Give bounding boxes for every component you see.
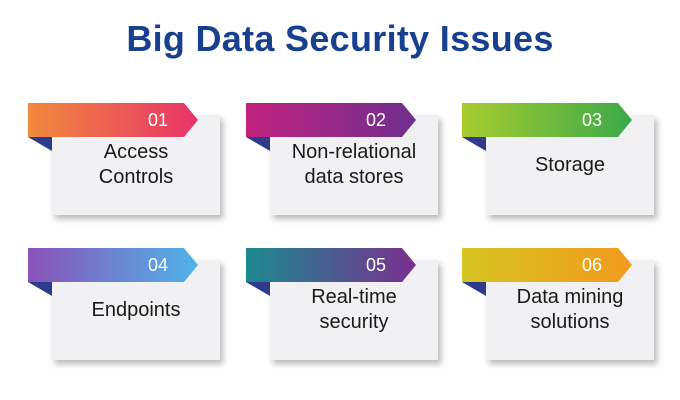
ribbon-fold xyxy=(462,137,486,151)
ribbon-shape xyxy=(246,248,416,282)
ribbon-fold xyxy=(28,282,52,296)
card-label-line: Access xyxy=(103,141,169,163)
card-number: 01 xyxy=(28,103,178,137)
card-label-line: solutions xyxy=(530,311,610,333)
card-number-text: 04 xyxy=(147,254,169,275)
card-label-line: Endpoints xyxy=(91,298,181,321)
ribbon-shape xyxy=(462,103,632,137)
number-ribbon xyxy=(28,248,198,282)
ribbon-shape xyxy=(28,103,198,137)
card-label-line: Real-time xyxy=(311,286,397,308)
card-number: 02 xyxy=(246,103,396,137)
card-number: 05 xyxy=(246,248,396,282)
issue-card-02: Non-relational data stores 02 xyxy=(246,103,438,217)
card-number: 06 xyxy=(462,248,612,282)
ribbon-shape xyxy=(462,248,632,282)
ribbon-fold-shape xyxy=(462,282,486,296)
issue-card-06: Data mining solutions 06 xyxy=(462,248,654,362)
card-label: Data mining solutions xyxy=(486,260,654,360)
ribbon-fold xyxy=(28,137,52,151)
card-number: 04 xyxy=(28,248,178,282)
number-ribbon xyxy=(246,248,416,282)
number-ribbon xyxy=(246,103,416,137)
card-number-text: 03 xyxy=(581,109,603,130)
card-label: Real-time security xyxy=(270,260,438,360)
card-label: Non-relational data stores xyxy=(270,115,438,215)
card-label-line: security xyxy=(319,311,389,333)
card-number-text: 06 xyxy=(581,254,603,275)
ribbon-fold-shape xyxy=(246,282,270,296)
card-label-line: Data mining xyxy=(516,286,624,308)
card-number: 03 xyxy=(462,103,612,137)
number-ribbon xyxy=(462,248,632,282)
page-title: Big Data Security Issues xyxy=(126,18,554,59)
ribbon-fold-shape xyxy=(28,137,52,151)
number-ribbon xyxy=(28,103,198,137)
ribbon-shape xyxy=(28,248,198,282)
issue-card-04: Endpoints 04 xyxy=(28,248,220,362)
ribbon-fold xyxy=(462,282,486,296)
card-label-line: data stores xyxy=(304,166,404,188)
card-label: Endpoints xyxy=(52,260,220,360)
card-label-line: Controls xyxy=(98,166,174,188)
ribbon-fold-shape xyxy=(462,137,486,151)
ribbon-shape xyxy=(246,103,416,137)
card-number-text: 05 xyxy=(365,254,387,275)
ribbon-fold-shape xyxy=(246,137,270,151)
number-ribbon xyxy=(462,103,632,137)
card-number-text: 02 xyxy=(365,109,387,130)
ribbon-fold-shape xyxy=(28,282,52,296)
card-label-line: Storage xyxy=(534,153,606,176)
card-label: Storage xyxy=(486,115,654,215)
card-number-text: 01 xyxy=(147,109,169,130)
issue-card-03: Storage 03 xyxy=(462,103,654,217)
card-label-line: Non-relational xyxy=(291,141,417,163)
ribbon-fold xyxy=(246,282,270,296)
ribbon-fold xyxy=(246,137,270,151)
issue-card-05: Real-time security 05 xyxy=(246,248,438,362)
